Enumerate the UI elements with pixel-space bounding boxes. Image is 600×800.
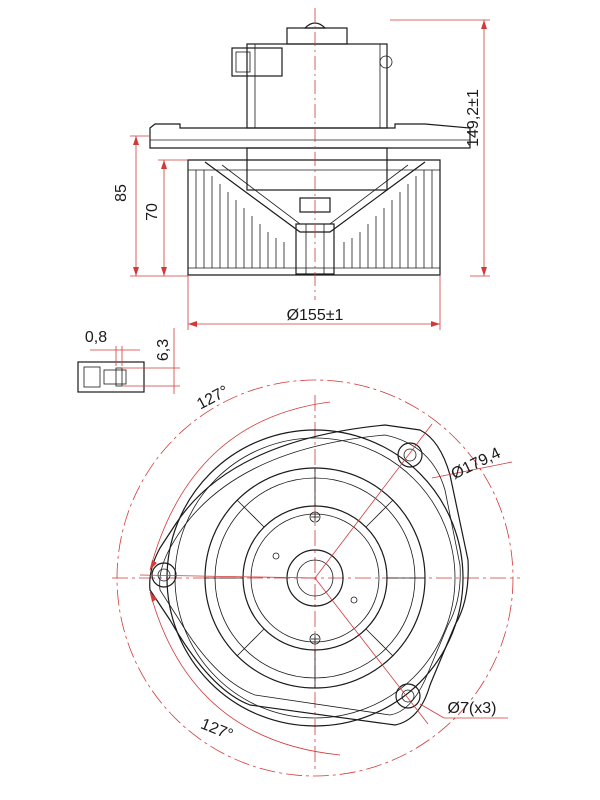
motor-lower-body: [246, 147, 388, 191]
dim-diameter-bolt-circle: Ø179,4: [449, 445, 504, 483]
side-view: 149,2±1 85 70 Ø155±1: [113, 8, 490, 330]
dim-connector-width: 0,8: [85, 329, 107, 346]
shaft-boss: [286, 549, 344, 607]
motor-connector: [231, 47, 283, 77]
connector-body: [77, 361, 145, 393]
dim-height-70: 70: [144, 203, 161, 221]
dim-angle-bottom: 127°: [198, 716, 235, 744]
mount-hole-bottom: [395, 683, 421, 709]
bottom-view: 127° 127° Ø179,4 Ø7(x3): [112, 379, 520, 777]
dim-height-total: 149,2±1: [465, 89, 482, 147]
housing-outer-ring: [166, 429, 464, 727]
dim-hole-diameter: Ø7(x3): [448, 700, 497, 717]
fan-wheel: [187, 159, 441, 276]
mounting-flange: [149, 123, 471, 149]
dim-connector-height: 6,3: [155, 339, 172, 361]
motor-body: [246, 43, 388, 129]
dim-diameter-wheel: Ø155±1: [287, 307, 344, 324]
spokes: [205, 468, 425, 688]
flange-plate: [149, 424, 469, 726]
dim-height-85: 85: [113, 184, 130, 202]
fan-blades: [195, 170, 433, 268]
motor-top-cap: [286, 27, 348, 45]
connector-detail: 0,8 6,3: [77, 328, 180, 394]
screws: [272, 511, 358, 645]
mount-hole-top: [397, 442, 423, 468]
